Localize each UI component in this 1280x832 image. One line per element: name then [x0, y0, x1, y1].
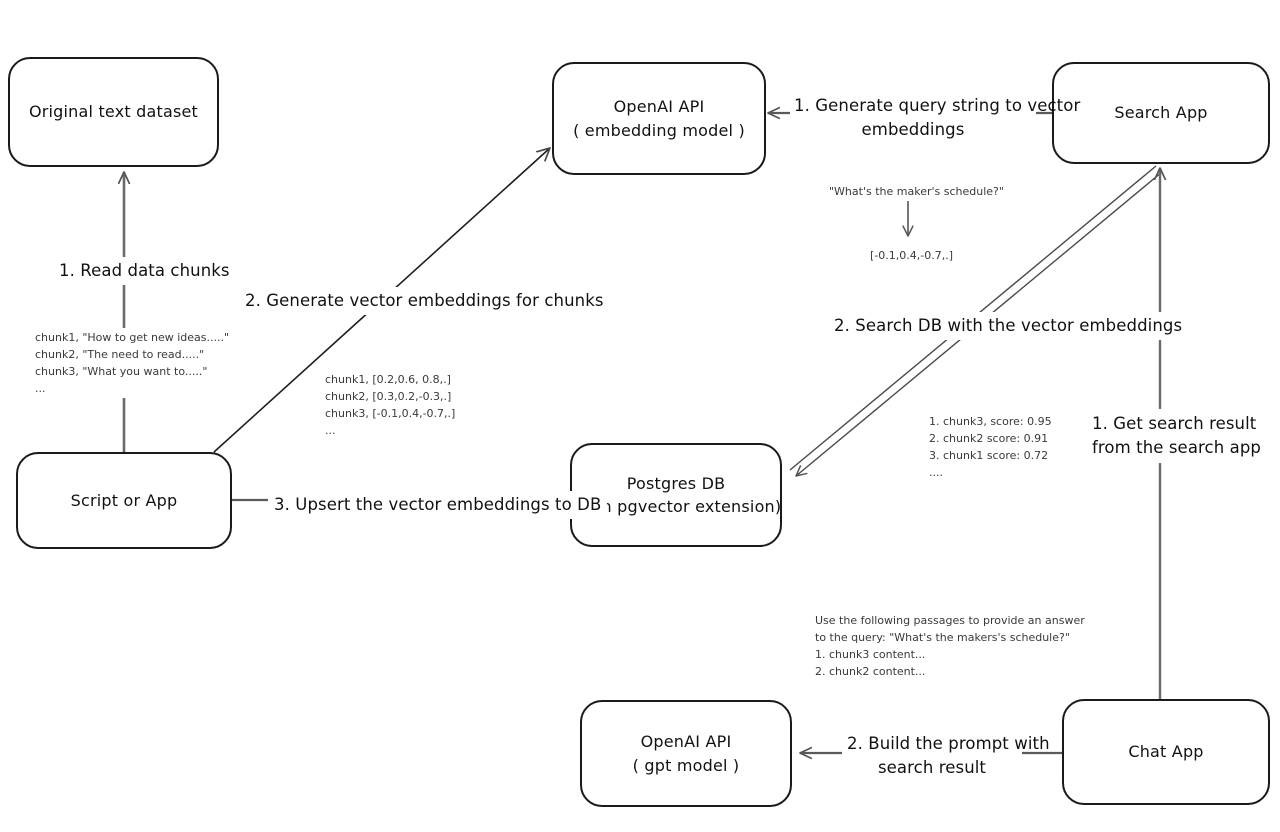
edge-label-generate-query-embeddings-line2: embeddings [861, 119, 965, 139]
node-openai-api-embedding-model-title: OpenAI API [613, 97, 705, 117]
node-openai-api-gpt-model-title: OpenAI API [640, 732, 732, 752]
note-prompt-text-line-2: to the query: "What's the makers's sched… [815, 631, 1070, 645]
note-chunk-vectors-line-2: chunk2, [0.3,0.2,-0.3,.] [325, 390, 452, 404]
edge-label-get-search-result: 1. Get search result from the search app [1086, 409, 1261, 463]
edge-label-get-search-result-line2: from the search app [1092, 437, 1261, 457]
note-prompt-text-line-3: 1. chunk3 content... [815, 648, 926, 662]
node-script-or-app[interactable]: Script or App [16, 452, 232, 549]
note-prompt-text-line-1: Use the following passages to provide an… [815, 614, 1085, 627]
note-search-results-line-3: 3. chunk1 score: 0.72 [929, 449, 1049, 463]
note-query-string: "What's the maker's schedule?" [826, 182, 1004, 202]
node-postgres-db[interactable]: Postgres DB (with pgvector extension) [570, 443, 782, 547]
note-chunks-text-line-3: chunk3, "What you want to....." [35, 365, 208, 379]
note-chunks-text-line-1: chunk1, "How to get new ideas....." [35, 331, 230, 344]
node-postgres-db-subtitle: (with pgvector extension) [570, 497, 782, 516]
edge-label-build-prompt-line1: 2. Build the prompt with [847, 734, 1050, 753]
edge-label-generate-query-embeddings: 1. Generate query string to vector embed… [790, 92, 1080, 144]
note-chunks-text-line-2: chunk2, "The need to read....." [35, 348, 205, 362]
node-chat-app[interactable]: Chat App [1062, 699, 1270, 805]
note-search-results-line-2: 2. chunk2 score: 0.91 [929, 432, 1049, 446]
node-script-or-app-label: Script or App [70, 490, 178, 510]
note-chunks-text: chunk1, "How to get new ideas....." chun… [32, 328, 233, 399]
note-search-results-line-4: .... [929, 466, 943, 480]
node-chat-app-label: Chat App [1128, 742, 1204, 762]
node-postgres-db-title: Postgres DB [626, 473, 726, 493]
note-search-results-line-1: 1. chunk3, score: 0.95 [929, 415, 1052, 428]
note-chunk-vectors-line-3: chunk3, [-0.1,0.4,-0.7,.] [325, 407, 456, 421]
edge-label-generate-query-embeddings-line1: 1. Generate query string to vector [794, 96, 1081, 115]
note-query-vector: [-0.1,0.4,-0.7,.] [846, 246, 977, 266]
node-openai-api-gpt-model-subtitle: ( gpt model ) [632, 755, 740, 775]
node-search-app[interactable]: Search App [1052, 62, 1270, 164]
edge-label-upsert-embeddings: 3. Upsert the vector embeddings to DB [268, 491, 608, 519]
node-openai-api-gpt-model[interactable]: OpenAI API ( gpt model ) [580, 700, 792, 807]
note-prompt-text: Use the following passages to provide an… [812, 611, 1088, 682]
note-search-results: 1. chunk3, score: 0.95 2. chunk2 score: … [926, 412, 1055, 483]
edge-label-read-data-chunks: 1. Read data chunks [54, 257, 235, 285]
note-chunk-vectors: chunk1, [0.2,0.6, 0.8,.] chunk2, [0.3,0.… [322, 370, 459, 441]
node-openai-api-embedding-model-subtitle: ( embedding model ) [573, 120, 745, 140]
edge-label-build-prompt-line2: search result [877, 757, 987, 777]
note-chunk-vectors-line-4: ... [325, 424, 336, 438]
note-prompt-text-line-4: 2. chunk2 content... [815, 665, 926, 679]
note-chunks-text-line-4: ... [35, 382, 46, 396]
edge-label-build-prompt: 2. Build the prompt with search result [842, 730, 1050, 782]
edge-label-generate-vector-embeddings: 2. Generate vector embeddings for chunks [240, 287, 609, 315]
edge-label-get-search-result-line1: 1. Get search result [1092, 414, 1257, 433]
node-original-text-dataset[interactable]: Original text dataset [8, 57, 219, 167]
edge-label-search-db: 2. Search DB with the vector embeddings [828, 312, 1189, 340]
note-chunk-vectors-line-1: chunk1, [0.2,0.6, 0.8,.] [325, 373, 451, 386]
node-openai-api-embedding-model[interactable]: OpenAI API ( embedding model ) [552, 62, 766, 175]
node-search-app-label: Search App [1114, 103, 1208, 123]
node-original-text-dataset-label: Original text dataset [28, 102, 199, 122]
